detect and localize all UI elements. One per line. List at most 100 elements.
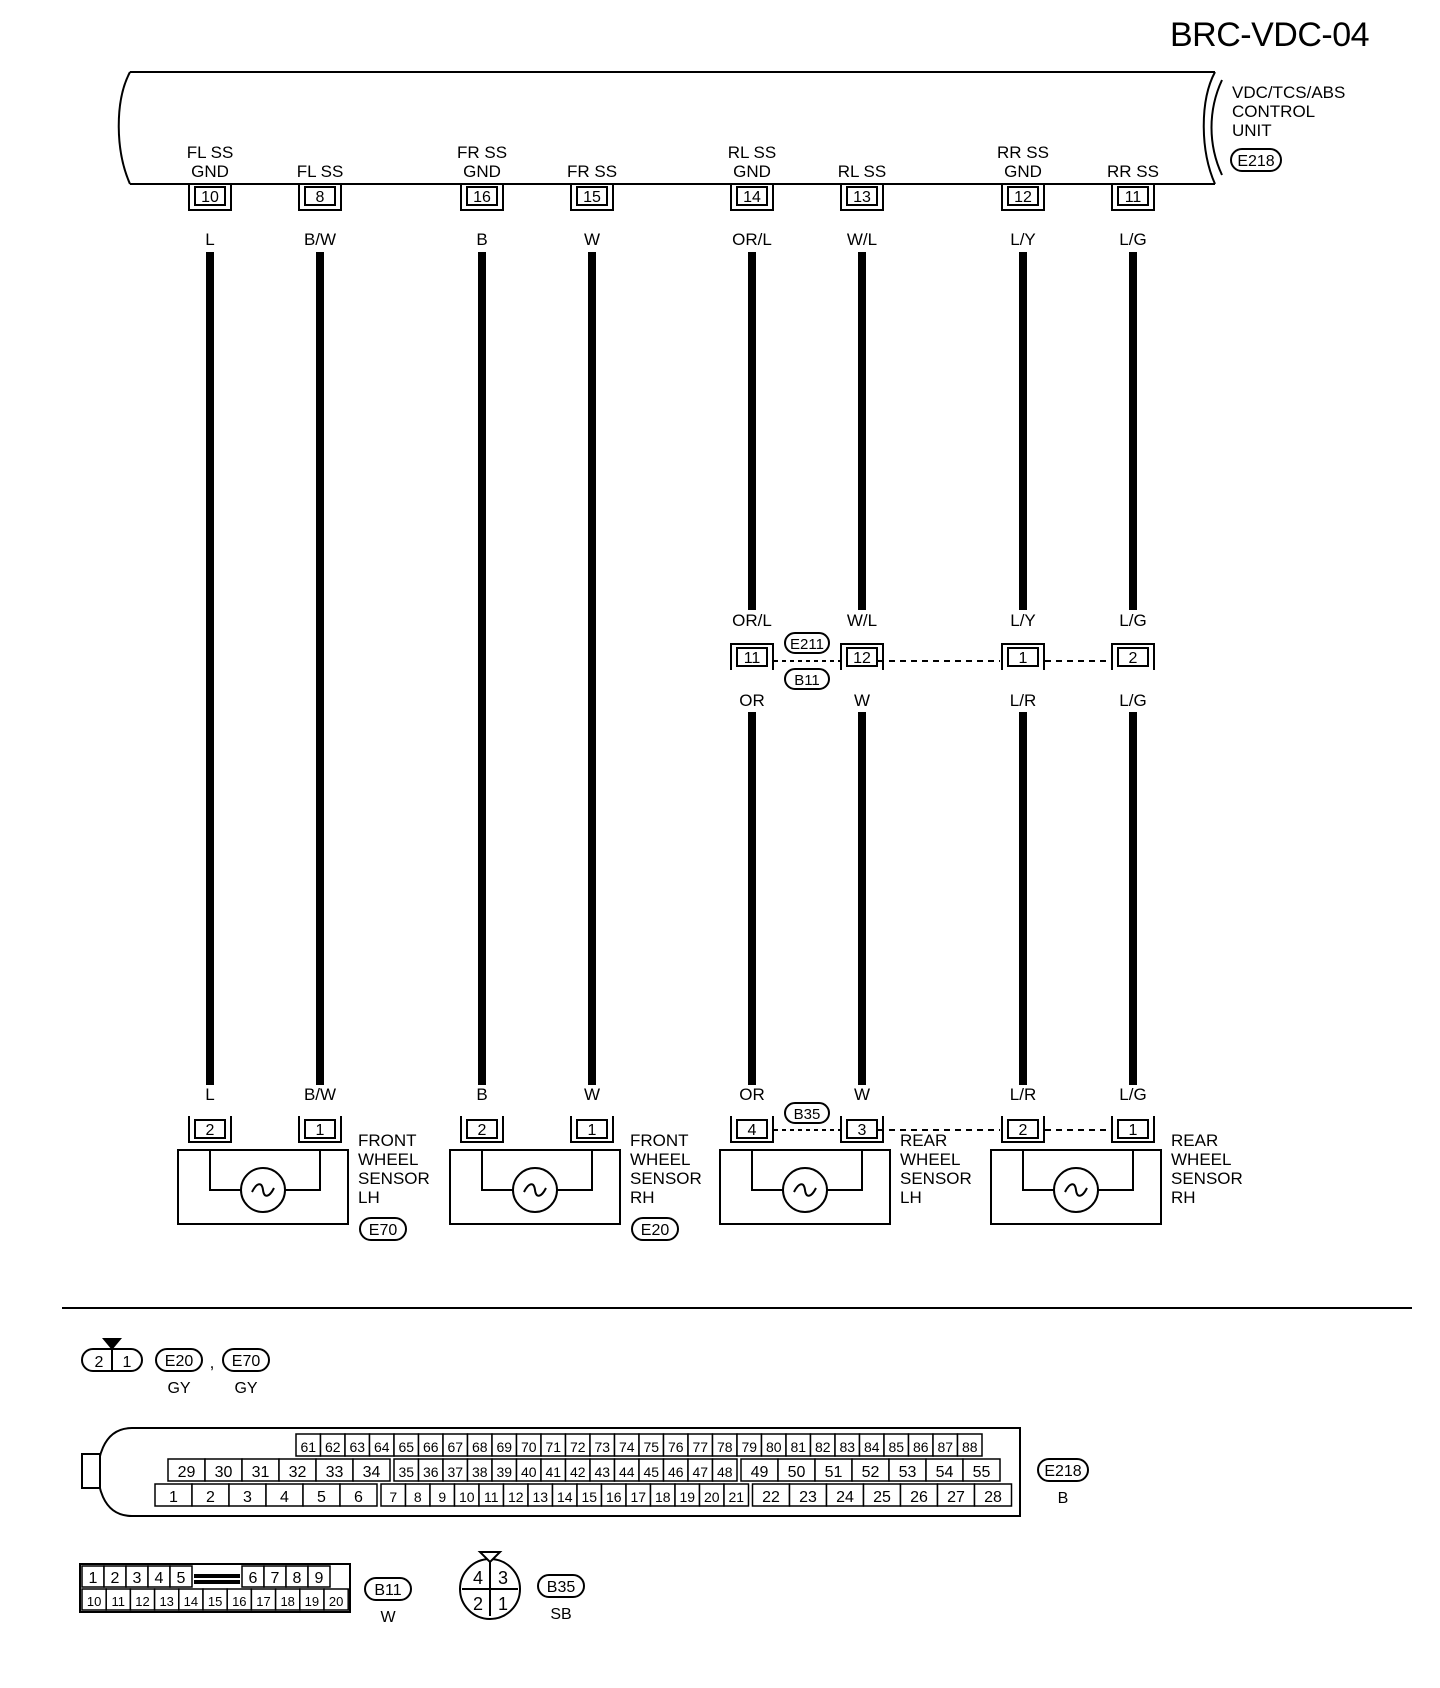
sensor-pin: 1 (1129, 1122, 1138, 1139)
b11-cavity: 7 (271, 1570, 280, 1587)
ecu-cavity: 26 (910, 1489, 928, 1506)
joint-pin: 12 (853, 650, 871, 667)
page-title: BRC-VDC-04 (1170, 16, 1370, 54)
sensor-pin-bracket (1111, 1116, 1155, 1143)
sensor-name: FRONT (630, 1131, 689, 1150)
joint-connector-lower: B11 (794, 672, 820, 689)
control-unit-name: CONTROL (1232, 102, 1315, 121)
ecu-pin-bracket (570, 184, 614, 211)
sensor-name: SENSOR (900, 1169, 972, 1188)
sensor-link-connector-oval (784, 1102, 830, 1124)
sensor-name: REAR (1171, 1131, 1218, 1150)
ecu-pin-bracket (188, 184, 232, 211)
ecu-pin-box (194, 186, 226, 206)
ecu-view-connector: E218 (1044, 1463, 1081, 1480)
sine-wave-icon (1064, 1183, 1088, 1197)
ecu-cavity-cell (962, 1458, 1001, 1482)
ecu-cavity: 87 (937, 1439, 953, 1455)
ecu-cavity: 10 (459, 1489, 475, 1505)
ecu-cavity: 15 (581, 1489, 597, 1505)
ecu-pin-box (1007, 186, 1039, 206)
sensor-coil-lead (209, 1150, 321, 1191)
connector-color: GY (167, 1380, 190, 1397)
wire-color: L/R (1010, 691, 1036, 710)
ecu-cavity: 80 (766, 1439, 782, 1455)
signal-name: RL SS (838, 162, 887, 181)
ecu-cavity: 31 (252, 1464, 270, 1481)
wire-color: OR (739, 691, 765, 710)
b11-cavity: 12 (135, 1594, 149, 1609)
ecu-cavity: 37 (447, 1464, 463, 1480)
ecu-cavity: 34 (363, 1464, 381, 1481)
connector-color: B (1058, 1490, 1069, 1507)
b11-cavity: 15 (208, 1594, 222, 1609)
sensor-link-connector: B35 (794, 1106, 821, 1123)
ecu-cavity: 51 (825, 1464, 843, 1481)
ecu-cavity: 32 (289, 1464, 307, 1481)
ecu-cavity: 63 (349, 1439, 365, 1455)
sensor-pin: 2 (478, 1122, 487, 1139)
ecu-cavity: 9 (438, 1489, 446, 1505)
sensor-name: FRONT (358, 1131, 417, 1150)
b11-cavity: 14 (184, 1594, 198, 1609)
ecu-cavity: 40 (521, 1464, 537, 1480)
ecu-cavity-cell (352, 1458, 391, 1482)
ecu-cavity: 64 (374, 1439, 390, 1455)
ecu-cavity: 13 (532, 1489, 548, 1505)
wire-color: L/Y (1010, 611, 1036, 630)
sensor-connector-oval (359, 1217, 407, 1241)
sensor-pin-box (736, 1119, 768, 1139)
control-unit-connector-oval (1230, 148, 1282, 172)
ecu-cavity: 83 (839, 1439, 855, 1455)
ecu-pin: 11 (1125, 189, 1142, 206)
b11-cavity: 9 (315, 1570, 324, 1587)
b11-cavity: 18 (280, 1594, 294, 1609)
b11-cavity: 20 (329, 1594, 343, 1609)
sensor-pin-bracket (1001, 1116, 1045, 1143)
wire-color: L/G (1119, 691, 1146, 710)
sensor-pin-box (576, 1119, 608, 1139)
ecu-cavity: 47 (692, 1464, 708, 1480)
b11-key-icon (194, 1574, 240, 1578)
ecu-cavity: 38 (472, 1464, 488, 1480)
sine-wave-icon (251, 1183, 275, 1197)
ecu-cavity: 17 (630, 1489, 646, 1505)
signal-name: GND (463, 162, 501, 181)
ecu-cavity: 43 (594, 1464, 610, 1480)
sensor-connector-oval (631, 1217, 679, 1241)
ecu-pin: 10 (201, 189, 219, 206)
joint-pin-bracket (730, 643, 774, 670)
b11-cavity-cell (307, 1565, 331, 1588)
ecu-cavity: 22 (762, 1489, 780, 1506)
connector-color: W (380, 1609, 396, 1626)
joint-pin-box (1117, 647, 1149, 667)
ecu-cavity: 53 (899, 1464, 917, 1481)
ecu-cavity: 35 (398, 1464, 414, 1480)
signal-name: FL SS (297, 162, 344, 181)
b35-cavity: 2 (473, 1594, 483, 1614)
joint-connector-upper: E211 (790, 636, 824, 653)
ecu-cavity: 46 (668, 1464, 684, 1480)
wire-color: L/G (1119, 230, 1146, 249)
signal-name: RR SS (997, 143, 1049, 162)
control-unit-outline (117, 71, 1216, 185)
b35-view-connector-oval (537, 1574, 585, 1598)
sensor-pin-box (1117, 1119, 1149, 1139)
b11-cavity: 10 (87, 1594, 101, 1609)
ecu-pin-bracket (1111, 184, 1155, 211)
two-pin-connector: E70 (232, 1353, 261, 1370)
two-pin-pin: 2 (95, 1354, 104, 1371)
sensor-pin: 1 (316, 1122, 325, 1139)
b11-cavity: 2 (111, 1570, 120, 1587)
ecu-cavity: 7 (389, 1489, 397, 1505)
wire-color: W (584, 230, 600, 249)
wire-color: L (205, 1085, 214, 1104)
ecu-cavity: 86 (913, 1439, 929, 1455)
signal-name: FL SS (187, 143, 234, 162)
ecu-cavity: 75 (643, 1439, 659, 1455)
two-pin-pin: 1 (123, 1354, 132, 1371)
joint-pin-box (846, 647, 878, 667)
b11-cavity: 8 (293, 1570, 302, 1587)
b35-cavity: 3 (498, 1568, 508, 1588)
